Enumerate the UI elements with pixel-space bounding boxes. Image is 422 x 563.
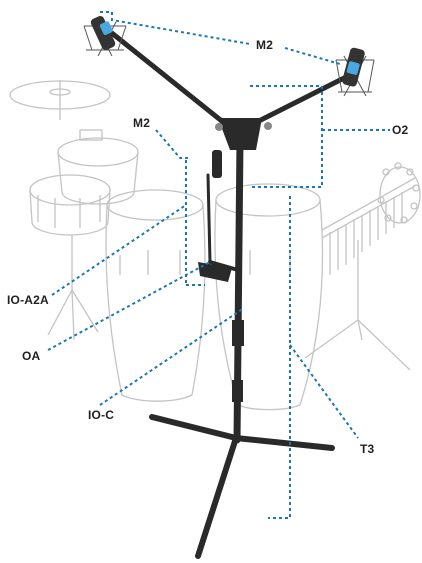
tambourine <box>378 163 420 223</box>
right-overhead-mic <box>336 47 374 96</box>
leader-m2-left <box>156 130 188 158</box>
label-m2-left: M2 <box>133 116 150 130</box>
label-o2: O2 <box>392 123 408 137</box>
boom-hub <box>218 118 262 150</box>
label-t3: T3 <box>360 442 374 456</box>
label-io-c: IO-C <box>88 408 114 422</box>
left-overhead-mic <box>84 15 126 56</box>
right-conga <box>215 184 323 410</box>
label-m2-top: M2 <box>256 38 273 52</box>
clip-mic <box>212 150 222 178</box>
left-boom-arm <box>108 30 233 130</box>
leader-t3 <box>268 196 290 518</box>
tripod-base <box>152 417 332 556</box>
label-oa: OA <box>22 349 40 363</box>
mic-stand <box>108 30 356 556</box>
chimes <box>322 178 415 275</box>
label-io-a2a: IO-A2A <box>7 293 49 307</box>
left-conga <box>106 190 205 401</box>
leader-io-c <box>100 308 244 405</box>
leader-o2 <box>250 86 322 187</box>
